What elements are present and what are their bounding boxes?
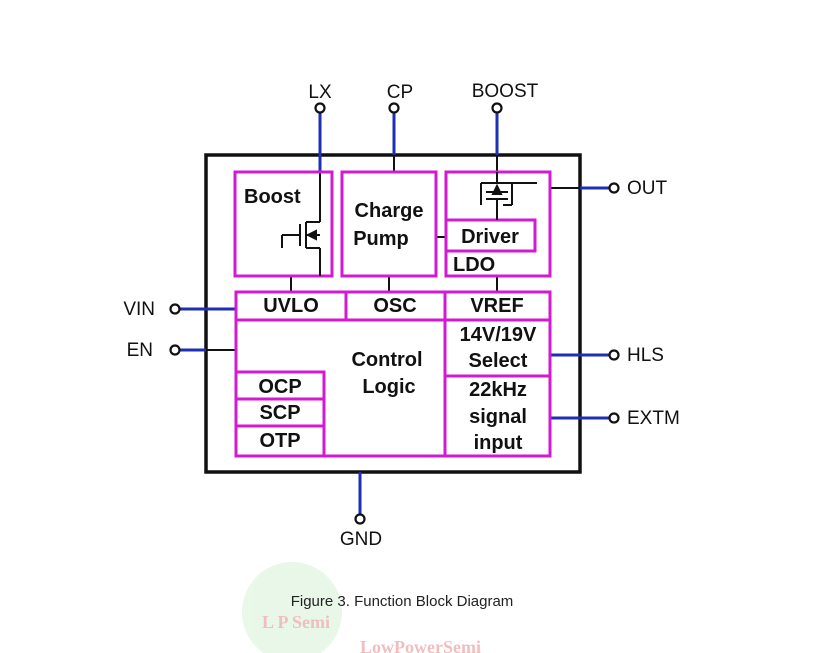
pin-labels: LX CP BOOST OUT VIN EN HLS EXTM GND — [123, 81, 679, 550]
gnd-label: GND — [340, 529, 382, 550]
figure-caption: Figure 3. Function Block Diagram — [291, 593, 514, 610]
signal-label-3: input — [474, 432, 523, 454]
hls-pin — [608, 349, 620, 361]
output-transistor-icon — [480, 172, 537, 220]
lx-pin — [314, 102, 326, 114]
hls-label: HLS — [627, 345, 664, 366]
watermark-logo-text: L P Semi — [262, 612, 330, 632]
watermark-logo-circle — [242, 562, 342, 653]
signal-label-2: signal — [469, 406, 527, 428]
driver-label: Driver — [461, 226, 519, 248]
en-pin — [169, 344, 181, 356]
boost-pin — [491, 102, 503, 114]
scp-label: SCP — [259, 402, 300, 424]
pin-wires — [176, 108, 612, 518]
select-label-1: 14V/19V — [460, 324, 537, 346]
watermark-text: LowPowerSemi — [360, 637, 481, 653]
gnd-pin — [354, 513, 366, 525]
cp-label: CP — [387, 82, 413, 103]
otp-label: OTP — [259, 430, 300, 452]
vin-label: VIN — [123, 299, 155, 320]
boost-block — [233, 170, 334, 278]
blocks — [233, 170, 552, 458]
charge-pump-label-1: Charge — [355, 200, 424, 222]
boost-transistor-icon — [281, 221, 321, 276]
vref-label: VREF — [470, 295, 523, 317]
control-logic-label-1: Control — [351, 349, 422, 371]
ocp-label: OCP — [258, 376, 301, 398]
boost-block-label: Boost — [244, 186, 301, 208]
ldo-label: LDO — [453, 254, 495, 276]
watermark: L P Semi LowPowerSemi — [242, 562, 481, 653]
block-labels: Boost Charge Pump Driver LDO UVLO OSC VR… — [244, 186, 537, 454]
control-logic-label-2: Logic — [362, 376, 415, 398]
select-label-2: Select — [469, 350, 528, 372]
vin-pin — [169, 303, 181, 315]
protection-block — [234, 370, 326, 458]
charge-pump-block — [340, 170, 438, 278]
out-label: OUT — [627, 178, 668, 199]
charge-pump-label-2: Pump — [353, 228, 409, 250]
lx-label: LX — [308, 82, 332, 103]
internal-wires — [206, 155, 580, 351]
signal-label-1: 22kHz — [469, 379, 527, 401]
osc-label: OSC — [373, 295, 416, 317]
out-pin — [608, 182, 620, 194]
pins — [169, 102, 620, 525]
boost-label: BOOST — [472, 81, 539, 102]
uvlo-label: UVLO — [263, 295, 319, 317]
en-label: EN — [127, 340, 153, 361]
driver-block — [444, 218, 537, 253]
cp-pin — [388, 102, 400, 114]
extm-pin — [608, 412, 620, 424]
extm-label: EXTM — [627, 408, 680, 429]
